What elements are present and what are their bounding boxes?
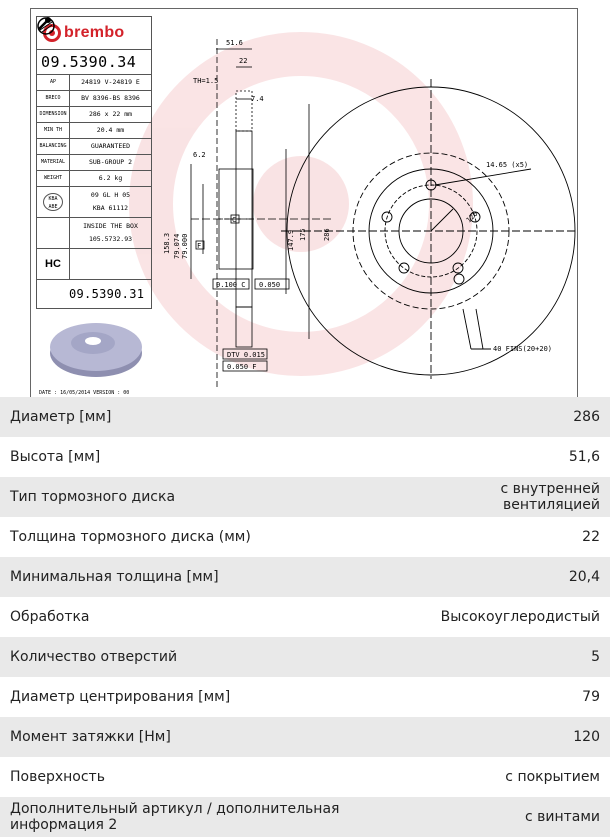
table-row: Минимальная толщина [мм]20,4 bbox=[0, 557, 610, 597]
dim-22: 22 bbox=[239, 57, 247, 65]
date-version: DATE : 16/05/2014 VERSION : 00 bbox=[39, 390, 130, 396]
disc-variant-icon bbox=[37, 17, 55, 35]
tolerance-dtv: DTV 0.015 bbox=[227, 351, 265, 359]
dim-th: TH=1.5 bbox=[193, 77, 218, 85]
product-code: 09.5390.34 bbox=[36, 50, 152, 75]
table-row: Диаметр центрирования [мм]79 bbox=[10, 689, 600, 705]
dim-fins: 40 FINS(20+20) bbox=[493, 345, 552, 353]
datum-f: F bbox=[197, 242, 201, 250]
specs-table: Диаметр [мм]286 Высота [мм]51,6 Тип торм… bbox=[0, 397, 610, 837]
hc-row: HC bbox=[36, 249, 152, 280]
dim-286: 286 bbox=[323, 228, 331, 241]
dim-51-6: 51.6 bbox=[226, 39, 243, 47]
brand-name: brembo bbox=[64, 24, 125, 41]
disc-photo bbox=[50, 323, 142, 377]
dim-7-4: 7.4 bbox=[251, 95, 264, 103]
dim-79-074: 79.074 bbox=[173, 234, 181, 259]
dim-175: 175 bbox=[299, 228, 307, 241]
dim-holes: 14.65 (x5) bbox=[486, 161, 528, 169]
tolerance-runout: 0.100 C bbox=[216, 281, 246, 289]
front-view bbox=[281, 79, 577, 379]
dim-79-000: 79.000 bbox=[181, 234, 189, 259]
technical-drawing: 51.6 22 TH=1.5 7.4 6.2 158.3 79.074 79.0… bbox=[30, 8, 578, 398]
table-row: Дополнительный артикул / дополнительная … bbox=[0, 797, 610, 837]
dim-158-3: 158.3 bbox=[163, 233, 171, 254]
table-row: Толщина тормозного диска (мм)22 bbox=[10, 529, 600, 545]
table-row: Высота [мм]51,6 bbox=[10, 449, 600, 465]
brand-watermark bbox=[129, 32, 473, 376]
table-row: Диаметр [мм]286 bbox=[0, 397, 610, 437]
tolerance-f: 0.050 F bbox=[227, 363, 257, 371]
alt-code-row: 09.5390.31 bbox=[36, 17, 152, 309]
hc-icon: HC bbox=[45, 258, 61, 270]
tolerance-flat: 0.050 bbox=[259, 281, 280, 289]
alt-code: 09.5390.31 bbox=[69, 287, 145, 301]
section-view bbox=[190, 39, 331, 389]
table-row: Момент затяжки [Нм]120 bbox=[0, 717, 610, 757]
dim-147-9: 147.9 bbox=[287, 230, 295, 251]
datum-c: C bbox=[232, 216, 236, 224]
dim-6-2: 6.2 bbox=[193, 151, 206, 159]
